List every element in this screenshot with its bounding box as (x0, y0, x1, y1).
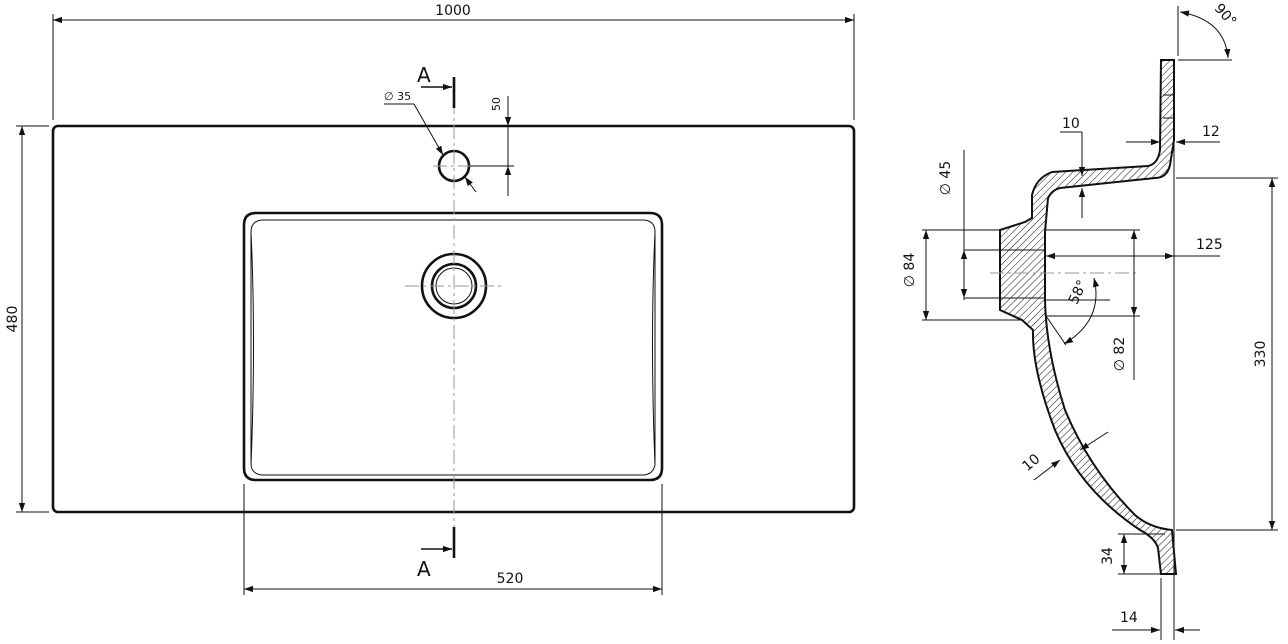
plan-view: A A 1000 480 520 50 ∅ 35 (5, 3, 856, 595)
dim-tap-hole-diameter: ∅ 35 (384, 90, 411, 103)
dim-outlet-angle: 58° (1066, 278, 1091, 307)
dim-drain-diameter: ∅ 45 (938, 161, 954, 195)
dim-back-thickness: 12 (1202, 124, 1220, 140)
dim-outlet-outer-diameter: ∅ 84 (902, 253, 918, 288)
dim-overall-width: 1000 (435, 3, 471, 19)
dim-top-thickness: 10 (1062, 116, 1080, 132)
dim-wall-angle: 90° (1211, 1, 1240, 30)
bowl-outline (242, 211, 664, 482)
dim-lip-thickness: 14 (1120, 610, 1138, 626)
dim-overall-depth: 480 (5, 306, 21, 333)
section-profile (999, 59, 1178, 575)
section-marker-top: A (417, 63, 431, 87)
bowl-inner-outline (250, 219, 656, 476)
dim-outlet-depth: 125 (1196, 237, 1223, 253)
section-view: 90° 10 12 ∅ 45 ∅ 84 125 ∅ 82 (902, 1, 1278, 640)
dim-bowl-depth: 330 (1253, 341, 1269, 368)
dim-lip-height: 34 (1100, 547, 1116, 565)
dim-bowl-width: 520 (497, 571, 524, 587)
dim-tap-offset: 50 (490, 97, 503, 111)
section-marker-bottom: A (417, 557, 431, 581)
dim-outlet-inner-diameter: ∅ 82 (1112, 337, 1128, 371)
dim-bowl-thickness: 10 (1019, 451, 1043, 475)
